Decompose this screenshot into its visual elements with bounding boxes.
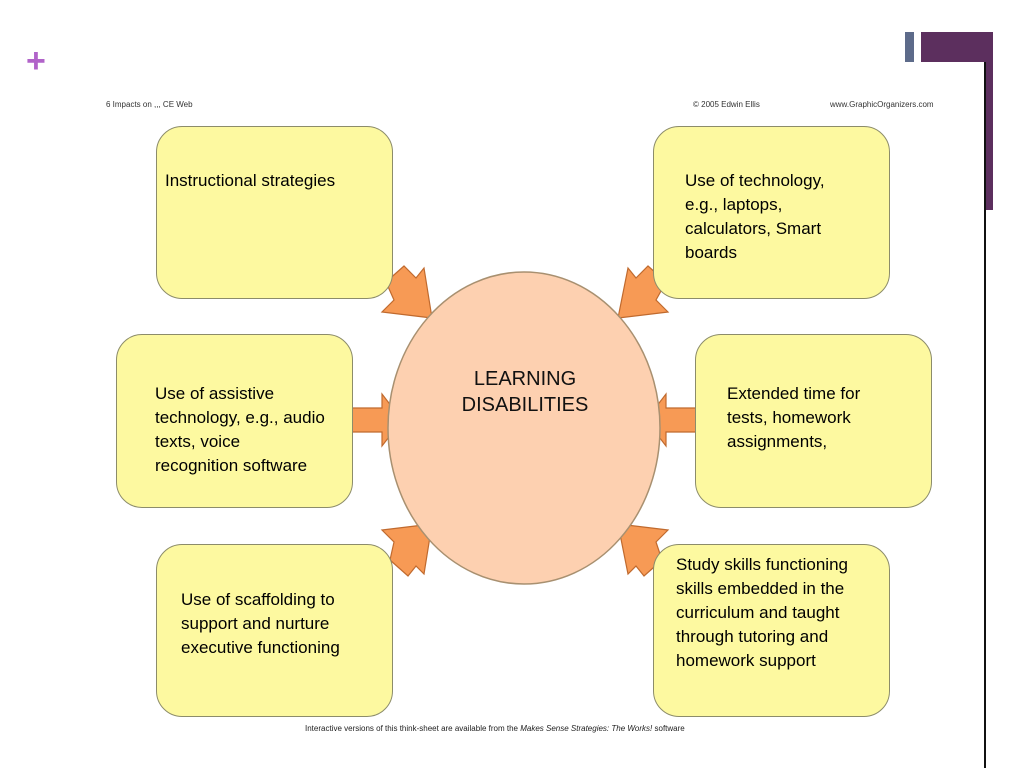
accent-bar-small <box>905 32 914 62</box>
node-scaffolding: Use of scaffolding to support and nurtur… <box>156 544 393 717</box>
source-url: www.GraphicOrganizers.com <box>830 100 934 109</box>
node-study-skills: Study skills functioning skills embedded… <box>653 544 890 717</box>
node-text: Instructional strategies <box>165 171 336 190</box>
node-instructional-strategies: Instructional strategies <box>156 126 393 299</box>
node-text: Use of scaffolding to support and nurtur… <box>181 590 340 657</box>
node-text: Use of assistive technology, e.g., audio… <box>155 384 325 475</box>
footer-suffix: software <box>652 724 685 733</box>
footer-prefix: Interactive versions of this think-sheet… <box>305 724 521 733</box>
node-assistive-technology: Use of assistive technology, e.g., audio… <box>116 334 353 508</box>
center-ellipse <box>387 271 661 585</box>
node-text: Use of technology, e.g., laptops, calcul… <box>685 171 825 262</box>
header-left-text: 6 Impacts on ,,, CE Web <box>106 100 193 109</box>
divider-line <box>984 62 986 768</box>
arrow-top-left <box>380 265 433 319</box>
plus-icon: + <box>26 42 46 80</box>
node-extended-time: Extended time for tests, homework assign… <box>695 334 932 508</box>
node-technology: Use of technology, e.g., laptops, calcul… <box>653 126 890 299</box>
arrow-bottom-left <box>380 523 433 577</box>
node-text: Extended time for tests, homework assign… <box>727 384 861 451</box>
footer-italic: Makes Sense Strategies: The Works! <box>520 724 653 733</box>
footer-note: Interactive versions of this think-sheet… <box>305 724 685 733</box>
accent-bar-cutout <box>921 62 984 222</box>
copyright-text: © 2005 Edwin Ellis <box>693 100 760 109</box>
node-text: Study skills functioning skills embedded… <box>676 555 848 670</box>
center-label: LEARNING DISABILITIES <box>461 368 589 416</box>
